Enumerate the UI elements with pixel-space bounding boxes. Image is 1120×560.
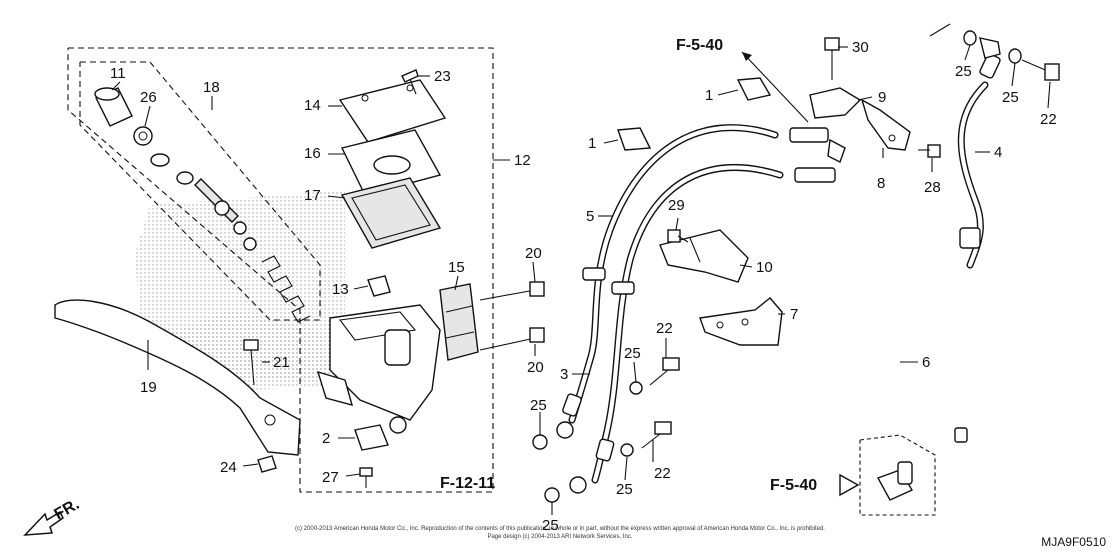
callout-10: 10 bbox=[756, 259, 773, 276]
callout-3: 3 bbox=[560, 366, 568, 383]
callout-4: 4 bbox=[994, 144, 1002, 161]
piston-assembly[interactable] bbox=[150, 153, 257, 251]
footer: (c) 2000-2013 American Honda Motor Co., … bbox=[295, 526, 1106, 549]
master-cylinder-assembly-boundary bbox=[67, 47, 510, 493]
callout-12: 12 bbox=[514, 152, 531, 169]
callout-9: 9 bbox=[878, 89, 886, 106]
callout-29: 29 bbox=[668, 197, 685, 214]
part-29-bolt[interactable] bbox=[667, 229, 689, 243]
stipple-shading bbox=[135, 190, 345, 390]
callout-8: 8 bbox=[877, 175, 885, 192]
part-17-diaphragm[interactable] bbox=[340, 177, 442, 249]
part-2-stop-switch[interactable] bbox=[354, 424, 389, 451]
reference-bottom-left: F-12-11 bbox=[440, 475, 495, 492]
master-cylinder-body[interactable] bbox=[316, 304, 441, 434]
part-30-bolt[interactable] bbox=[824, 37, 840, 80]
callout-24: 24 bbox=[220, 459, 237, 476]
callout-26: 26 bbox=[140, 89, 157, 106]
hose-fitting-upper[interactable] bbox=[789, 127, 846, 183]
part-27-screw[interactable] bbox=[359, 467, 373, 488]
callout-30: 30 bbox=[852, 39, 869, 56]
copyright-line-1: (c) 2000-2013 American Honda Motor Co., … bbox=[295, 526, 825, 532]
callout-23: 23 bbox=[434, 68, 451, 85]
hose-fitting-lower[interactable] bbox=[556, 393, 615, 494]
callout-20-upper: 20 bbox=[525, 245, 542, 262]
part-1-clamp-lower[interactable] bbox=[617, 127, 652, 151]
callout-28: 28 bbox=[924, 179, 941, 196]
callout-15: 15 bbox=[448, 259, 465, 276]
inset-detail-box bbox=[859, 434, 936, 516]
callout-21: 21 bbox=[273, 354, 290, 371]
callout-27: 27 bbox=[322, 469, 339, 486]
callout-16: 16 bbox=[304, 145, 321, 162]
callout-22-bottom: 22 bbox=[654, 465, 671, 482]
callout-22-middle: 22 bbox=[656, 320, 673, 337]
callout-2: 2 bbox=[322, 430, 330, 447]
part-13-switch[interactable] bbox=[367, 275, 391, 297]
callout-25-top-right: 25 bbox=[1002, 89, 1019, 106]
part-19-brake-lever[interactable] bbox=[54, 299, 301, 456]
part-1-clamp-upper[interactable] bbox=[736, 77, 772, 101]
callout-7: 7 bbox=[790, 306, 798, 323]
reference-arrow-right bbox=[839, 473, 860, 497]
part-28-bolt[interactable] bbox=[918, 144, 941, 158]
part-7-hose-stay[interactable] bbox=[699, 297, 783, 346]
callout-17: 17 bbox=[304, 187, 321, 204]
callout-5: 5 bbox=[586, 208, 594, 225]
diagram-code: MJA9F0510 bbox=[1041, 535, 1106, 549]
reference-arrow-top bbox=[741, 51, 809, 123]
part-11-boot[interactable] bbox=[94, 87, 133, 127]
reference-top: F-5-40 bbox=[676, 37, 723, 54]
callout-25-top-left: 25 bbox=[955, 63, 972, 80]
part-14-reservoir-cap[interactable] bbox=[338, 79, 447, 143]
hose-clamp-middle[interactable] bbox=[582, 267, 635, 295]
part-10-hose-bracket[interactable] bbox=[659, 229, 749, 283]
front-arrow-icon bbox=[23, 510, 64, 536]
piston-spring[interactable] bbox=[261, 255, 311, 323]
callout-18: 18 bbox=[203, 79, 220, 96]
part-9-clamp[interactable] bbox=[809, 87, 862, 119]
part-20-bolt-lower[interactable] bbox=[479, 327, 545, 351]
callout-25-lower-right: 25 bbox=[616, 481, 633, 498]
bottom-washers[interactable] bbox=[532, 434, 560, 503]
part-16-diaphragm-plate[interactable] bbox=[340, 129, 442, 196]
bottom-bolt-upper[interactable] bbox=[629, 357, 680, 395]
leader-lines bbox=[111, 44, 1051, 515]
bottom-bolt-lower[interactable] bbox=[620, 421, 672, 457]
callout-numbers: 11 26 18 14 16 17 23 12 13 15 20 20 21 1… bbox=[110, 39, 1057, 534]
part-26-circlip[interactable] bbox=[133, 126, 153, 146]
callout-25-middle: 25 bbox=[624, 345, 641, 362]
top-washers-bolt[interactable] bbox=[963, 30, 1060, 81]
callout-22-top: 22 bbox=[1040, 111, 1057, 128]
reference-bottom-right: F-5-40 bbox=[770, 477, 817, 494]
callout-13: 13 bbox=[332, 281, 349, 298]
callout-25-left: 25 bbox=[530, 397, 547, 414]
brake-pipe-6[interactable] bbox=[893, 271, 968, 443]
callout-20-lower: 20 bbox=[527, 359, 544, 376]
part-20-bolt-upper[interactable] bbox=[479, 281, 545, 301]
brake-hose-5[interactable] bbox=[568, 124, 779, 424]
part-15-holder[interactable] bbox=[439, 283, 479, 361]
part-24-nut[interactable] bbox=[257, 455, 277, 473]
copyright-line-2: Page design (c) 2004-2013 ARI Network Se… bbox=[487, 534, 632, 540]
part-21-pivot-bolt[interactable] bbox=[243, 339, 259, 386]
piston-kit-boundary bbox=[79, 61, 321, 321]
callout-25-bottom: 25 bbox=[542, 517, 559, 534]
callout-6: 6 bbox=[922, 354, 930, 371]
callout-11: 11 bbox=[110, 65, 126, 82]
callout-1-lower: 1 bbox=[588, 135, 596, 152]
callout-1-upper: 1 bbox=[705, 87, 713, 104]
callout-19: 19 bbox=[140, 379, 157, 396]
part-8-bracket[interactable] bbox=[860, 98, 911, 151]
callout-14: 14 bbox=[304, 97, 321, 114]
